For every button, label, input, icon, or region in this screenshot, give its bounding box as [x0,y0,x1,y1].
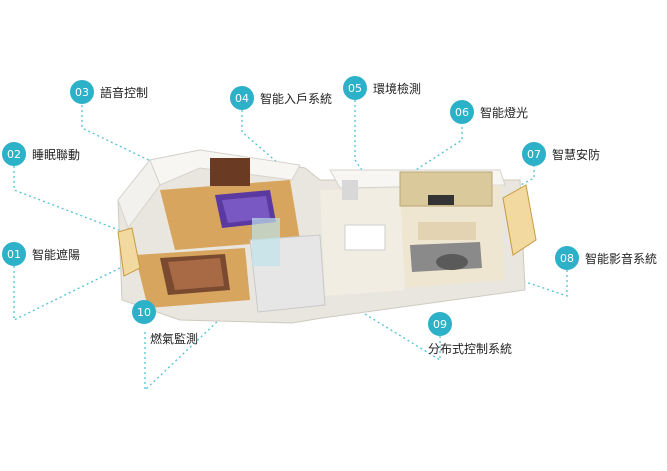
leader-line-06 [407,122,463,176]
label-gas-monitoring: 燃氣監測 [150,332,199,346]
label-sleep-linkage: 睡眠聯動 [32,147,81,162]
marker-environment-detection: 05 環境檢測 [343,76,421,100]
marker-distributed-control: 09 [428,312,452,336]
marker-smart-lighting: 06 智能燈光 [450,100,528,124]
leader-line-10 [144,299,241,392]
marker-smart-security: 07 智慧安防 [522,142,600,166]
badge-09: 09 [428,312,452,336]
second-bed-cover [168,258,224,290]
coffee-table [436,254,468,270]
window-left [117,227,141,277]
badge-04: 04 [230,86,254,110]
leader-line-04 [241,110,301,183]
label-distributed-control: 分布式控制系統 [428,342,513,356]
marker-sleep-linkage: 02 睡眠聯動 [2,142,80,166]
badge-10: 10 [132,300,156,324]
label-smart-entry: 智能入戶系統 [260,91,333,106]
marker-smart-entry: 04 智能入戶系統 [230,86,332,110]
marker-gas-monitoring: 10 [132,300,156,324]
badge-01: 01 [2,242,26,266]
leader-line-08 [507,270,568,297]
badge-05: 05 [343,76,367,100]
rug [418,222,476,240]
marker-smart-shading: 01 智能遮陽 [2,242,80,266]
marker-voice-control: 03 語音控制 [70,80,148,104]
label-smart-av: 智能影音系統 [585,251,658,266]
badge-03: 03 [70,80,94,104]
dining-table [344,224,386,251]
balcony-door [502,184,537,256]
label-environment-detection: 環境檢測 [373,81,422,96]
fridge [342,180,358,200]
label-smart-lighting: 智能燈光 [480,105,529,120]
wardrobe [210,158,250,186]
leader-line-09 [341,299,441,362]
label-voice-control: 語音控制 [100,85,149,100]
label-smart-shading: 智能遮陽 [32,247,81,262]
badge-07: 07 [522,142,546,166]
bedroom-bed-cover [222,196,270,223]
badge-06: 06 [450,100,474,124]
label-smart-security: 智慧安防 [552,147,601,162]
badge-08: 08 [555,246,579,270]
badge-02: 02 [2,142,26,166]
glass-partition [252,218,280,266]
tv-screen [428,195,454,205]
marker-smart-av: 08 智能影音系統 [555,246,657,270]
